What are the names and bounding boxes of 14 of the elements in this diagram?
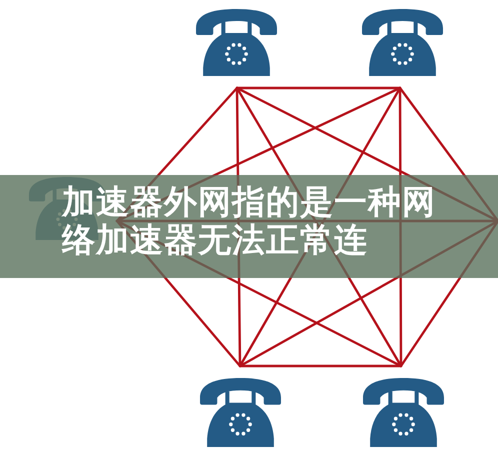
line: [238, 364, 402, 368]
line: [398, 86, 498, 222]
line: [116, 220, 242, 368]
line: [236, 86, 402, 90]
line: [238, 220, 498, 368]
telephone-icon: [362, 377, 445, 447]
line: [116, 86, 238, 222]
line: [398, 86, 402, 368]
title: 加速器外网指的是一种网络加速器无法正常连: [62, 183, 437, 259]
telephone-icon: [361, 8, 444, 76]
telephone-icon: [199, 377, 282, 447]
line: [236, 86, 498, 222]
telephone-icon: [195, 8, 278, 76]
line: [400, 220, 498, 368]
